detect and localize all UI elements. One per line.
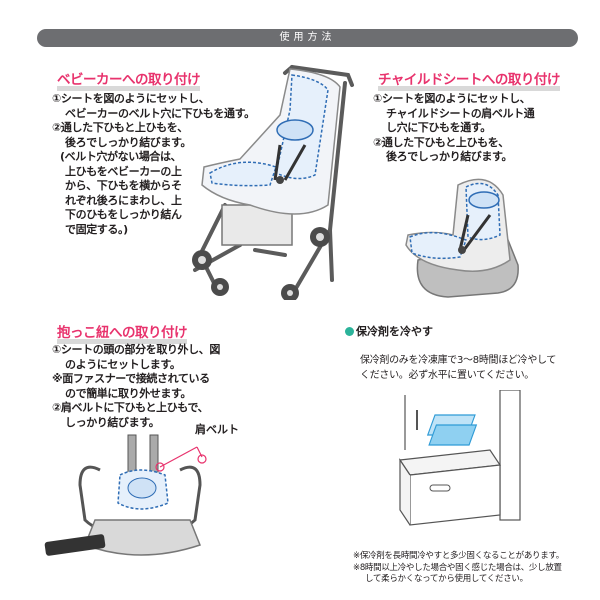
stroller-line: ベビーカーのベルト穴に下ひもを通す。 (65, 106, 255, 120)
freezer-illustration (398, 390, 521, 526)
cooling-title: 保冷剤を冷やす (345, 323, 433, 339)
childseat-instructions: ①シートを図のようにセットし、 チャイルドシートの肩ベルト通 し穴に下ひもを通す… (373, 92, 535, 165)
stroller-line: (ベルト穴がない場合は、 (60, 150, 182, 163)
cooling-notes: ※保冷剤を長時間冷やすと多少固くなることがあります。 ※8時間以上冷やした場合や… (353, 551, 564, 586)
stroller-line: 上ひもをベビーカーの上 (65, 164, 182, 178)
carrier-line: ①シートの頭の部分を取り外し、図 (52, 343, 220, 356)
cooling-line: ください。必ず水平に置いてください。 (360, 370, 534, 381)
cooling-note: ※保冷剤を長時間冷やすと多少固くなることがあります。 (353, 551, 564, 561)
childseat-title: チャイルドシートへの取り付け (378, 68, 560, 91)
carrier-line: しっかり結びます。 (65, 415, 160, 429)
carrier-title: 抱っこ紐への取り付け (57, 321, 188, 344)
carrier-line: ②肩ベルトに下ひもと上ひもで、 (52, 401, 209, 414)
stroller-illustration (192, 65, 354, 300)
carrier-instructions: ①シートの頭の部分を取り外し、図 のようにセットします。 ※面ファスナーで接続さ… (52, 343, 220, 430)
childseat-line: 後ろでしっかり結びます。 (386, 150, 513, 163)
cooling-title-text: 保冷剤を冷やす (356, 325, 433, 338)
carrier-line: のようにセットします。 (65, 357, 181, 371)
shoulder-belt-label: 肩ベルト (195, 423, 239, 436)
childseat-illustration (405, 178, 519, 298)
stroller-title-text: ベビーカーへの取り付け (57, 72, 201, 88)
cooling-note: ※8時間以上冷やした場合や固く感じた場合は、少し放置 (353, 562, 562, 573)
cooling-instructions: 保冷剤のみを冷凍庫で3〜8時間ほど冷やして ください。必ず水平に置いてください。 (360, 353, 556, 383)
stroller-instructions: ①シートを図のようにセットし、 ベビーカーのベルト穴に下ひもを通す。 ②通した下… (52, 92, 255, 237)
section-banner: 使用方法 (37, 29, 578, 47)
childseat-line: チャイルドシートの肩ベルト通 (386, 106, 535, 120)
childseat-line: し穴に下ひもを通す。 (386, 121, 491, 134)
stroller-line: ①シートを図のようにセットし、 (52, 92, 210, 105)
stroller-line: ②通した下ひもと上ひもを、 (52, 121, 188, 134)
carrier-line: ※面ファスナーで接続されている (52, 372, 210, 385)
stroller-line: 下のひもをしっかり結ん (65, 208, 182, 221)
childseat-title-text: チャイルドシートへの取り付け (378, 72, 560, 88)
carrier-title-text: 抱っこ紐への取り付け (57, 325, 188, 341)
carrier-line: ので簡単に取り外せます。 (65, 386, 192, 400)
stroller-line: れぞれ後ろにまわし、上 (65, 193, 182, 207)
stroller-line: で固定する。) (65, 222, 128, 236)
cooling-note: して柔らかくなってから使用してください。 (365, 574, 528, 584)
childseat-line: ②通した下ひもと上ひもを、 (373, 135, 509, 149)
stroller-title: ベビーカーへの取り付け (57, 68, 201, 91)
childseat-line: ①シートを図のようにセットし、 (373, 92, 531, 105)
cooling-line: 保冷剤のみを冷凍庫で3〜8時間ほど冷やして (360, 355, 557, 366)
green-dot-icon (345, 327, 354, 336)
stroller-line: 後ろでしっかり結びます。 (65, 135, 192, 149)
carrier-illustration (44, 434, 207, 556)
stroller-line: から、下ひもを横からそ (65, 179, 182, 192)
